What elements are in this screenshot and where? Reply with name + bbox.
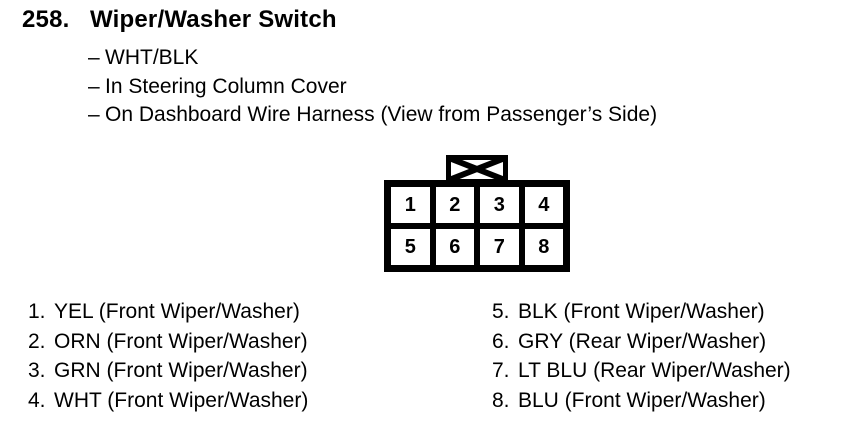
legend-pin-number: 6.: [492, 329, 510, 353]
pin-cell-1: 1: [391, 187, 430, 223]
pin-grid: 1 2 3 4 5 6 7 8: [384, 180, 570, 272]
pin-cell-8: 8: [524, 229, 563, 265]
dash-marker: –: [88, 46, 100, 69]
pin-cell-4: 4: [524, 187, 563, 223]
pin-legend-right: 5. BLK (Front Wiper/Washer) 6. GRY (Rear…: [492, 297, 791, 415]
note-text: WHT/BLK: [105, 46, 199, 69]
legend-row-3: 3. GRN (Front Wiper/Washer): [28, 356, 308, 386]
pin-cell-2: 2: [435, 187, 474, 223]
pin-cell-6: 6: [435, 229, 474, 265]
legend-row-5: 5. BLK (Front Wiper/Washer): [492, 297, 791, 327]
legend-pin-label: GRY (Rear Wiper/Washer): [518, 329, 767, 353]
pin-cell-7: 7: [480, 229, 519, 265]
note-line: – WHT/BLK: [88, 44, 657, 73]
pin-cell-5: 5: [391, 229, 430, 265]
legend-pin-label: YEL (Front Wiper/Washer): [54, 300, 300, 323]
legend-pin-label: ORN (Front Wiper/Washer): [54, 329, 308, 353]
section-number: 258.: [22, 6, 70, 33]
legend-pin-number: 7.: [492, 359, 510, 382]
legend-pin-number: 3.: [28, 359, 46, 382]
legend-pin-label: BLU (Front Wiper/Washer): [518, 388, 766, 412]
legend-pin-number: 5.: [492, 300, 510, 323]
notes-list: – WHT/BLK – In Steering Column Cover – O…: [88, 44, 657, 130]
legend-row-1: 1. YEL (Front Wiper/Washer): [28, 297, 308, 327]
legend-pin-label: BLK (Front Wiper/Washer): [518, 300, 765, 323]
connector-key-tab-icon: [446, 155, 508, 183]
legend-pin-label: LT BLU (Rear Wiper/Washer): [518, 359, 791, 382]
note-line: – In Steering Column Cover: [88, 73, 657, 102]
legend-pin-number: 4.: [28, 388, 46, 412]
section-heading: 258. Wiper/Washer Switch: [22, 6, 337, 34]
dash-marker: –: [88, 74, 100, 98]
dash-marker: –: [88, 103, 100, 126]
connector-diagram: 1 2 3 4 5 6 7 8: [384, 155, 570, 273]
note-text: On Dashboard Wire Harness (View from Pas…: [105, 103, 658, 126]
note-text: In Steering Column Cover: [105, 74, 347, 98]
note-line: – On Dashboard Wire Harness (View from P…: [88, 101, 657, 130]
legend-row-8: 8. BLU (Front Wiper/Washer): [492, 386, 791, 416]
page-title: Wiper/Washer Switch: [90, 6, 337, 33]
legend-row-4: 4. WHT (Front Wiper/Washer): [28, 386, 308, 416]
legend-pin-label: GRN (Front Wiper/Washer): [54, 359, 308, 382]
legend-pin-number: 8.: [492, 388, 510, 412]
legend-pin-number: 2.: [28, 329, 46, 353]
legend-pin-number: 1.: [28, 300, 46, 323]
legend-row-7: 7. LT BLU (Rear Wiper/Washer): [492, 356, 791, 386]
legend-row-2: 2. ORN (Front Wiper/Washer): [28, 327, 308, 357]
legend-row-6: 6. GRY (Rear Wiper/Washer): [492, 327, 791, 357]
pin-cell-3: 3: [480, 187, 519, 223]
pin-legend-left: 1. YEL (Front Wiper/Washer) 2. ORN (Fron…: [28, 297, 308, 415]
legend-pin-label: WHT (Front Wiper/Washer): [54, 388, 309, 412]
